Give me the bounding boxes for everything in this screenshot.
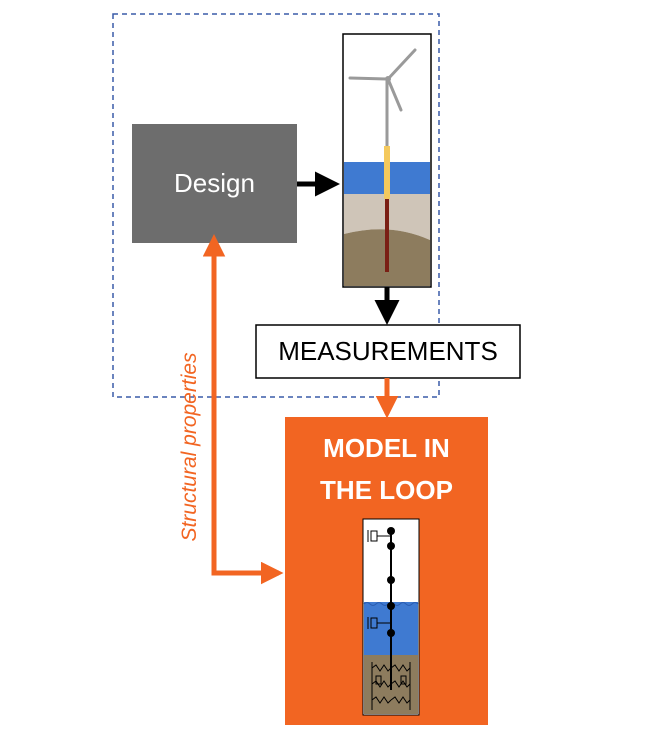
structural-properties-label: Structural properties [178, 352, 201, 542]
model-title-line-2: THE LOOP [320, 475, 453, 505]
schematic-node [387, 602, 395, 610]
design-box [132, 124, 297, 243]
schematic-damper [367, 530, 391, 542]
structural-properties-arrow [202, 234, 284, 585]
schematic-node [387, 576, 395, 584]
system-boundary [112, 13, 440, 398]
model-schematic [362, 518, 420, 716]
schematic-node [387, 527, 395, 535]
turbine-blade [386, 48, 417, 81]
model-in-loop-title: MODEL IN THE LOOP [285, 427, 488, 511]
transition-piece [384, 146, 390, 199]
schematic-node [387, 542, 395, 550]
measurements-label: MEASUREMENTS [278, 336, 498, 366]
model-title-line-1: MODEL IN [323, 433, 450, 463]
turbine-blade [348, 76, 390, 81]
turbine-blade [386, 77, 403, 112]
schematic-soil-springs [371, 662, 411, 710]
schematic-damper [367, 617, 391, 629]
turbine-illustration [342, 33, 432, 288]
monopile [385, 199, 389, 272]
design-label: Design [174, 168, 255, 198]
turbine-hub [385, 76, 391, 82]
schematic-node [387, 629, 395, 637]
